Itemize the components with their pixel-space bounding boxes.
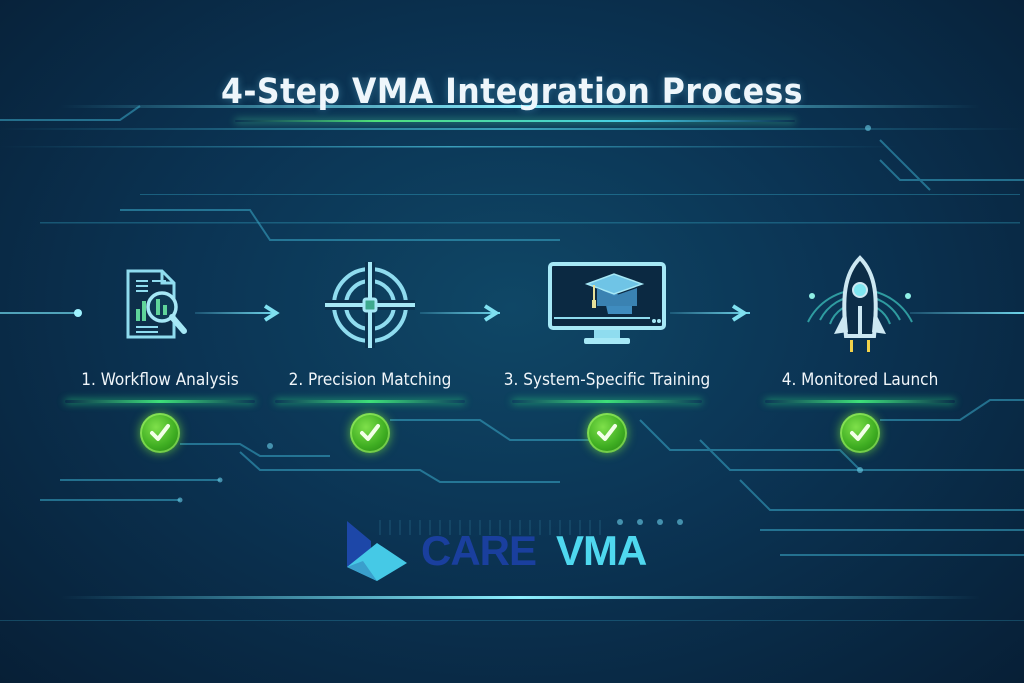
care-vma-logo: CARE VMA (343, 519, 647, 583)
title-underline (235, 120, 795, 122)
step-1: 1. Workflow Analysis (45, 250, 275, 453)
logo-text-vma: VMA (556, 527, 647, 574)
step-4: 4. Monitored Launch (745, 250, 975, 453)
check-badge (140, 413, 180, 453)
arrow-right-icon (483, 304, 500, 322)
check-badge (350, 413, 390, 453)
step-underline (65, 400, 255, 403)
step-underline (765, 400, 955, 403)
connector-line-1 (195, 312, 275, 314)
checkmark-icon (850, 424, 870, 441)
step-2: 2. Precision Matching (255, 250, 485, 453)
step-underline (275, 400, 465, 403)
connector-line-2 (420, 312, 500, 314)
checkmark-icon (597, 424, 617, 441)
arrow-right-icon (263, 304, 280, 322)
checkmark-icon (150, 424, 170, 441)
checkmark-icon (360, 424, 380, 441)
rocket-icon (807, 255, 913, 352)
step-label: 1. Workflow Analysis (81, 370, 239, 390)
check-badge (587, 413, 627, 453)
page-title: 4-Step VMA Integration Process (220, 72, 804, 112)
document-magnifier-chart-icon (126, 269, 187, 339)
logo-text-care: CARE (421, 527, 537, 574)
monitor-graduation-cap-icon (548, 262, 666, 344)
connector-line-4 (910, 312, 1024, 314)
step-3: 3. System-Specific Training (492, 250, 722, 453)
arrow-right-icon (731, 304, 748, 322)
step-underline (512, 400, 702, 403)
step-label: 4. Monitored Launch (781, 370, 939, 390)
step-label: 3. System-Specific Training (503, 370, 711, 390)
check-badge (840, 413, 880, 453)
step-label: 2. Precision Matching (288, 370, 452, 390)
target-crosshair-icon (325, 262, 415, 348)
connector-line-3 (670, 312, 750, 314)
logo-mark-icon (347, 521, 407, 581)
